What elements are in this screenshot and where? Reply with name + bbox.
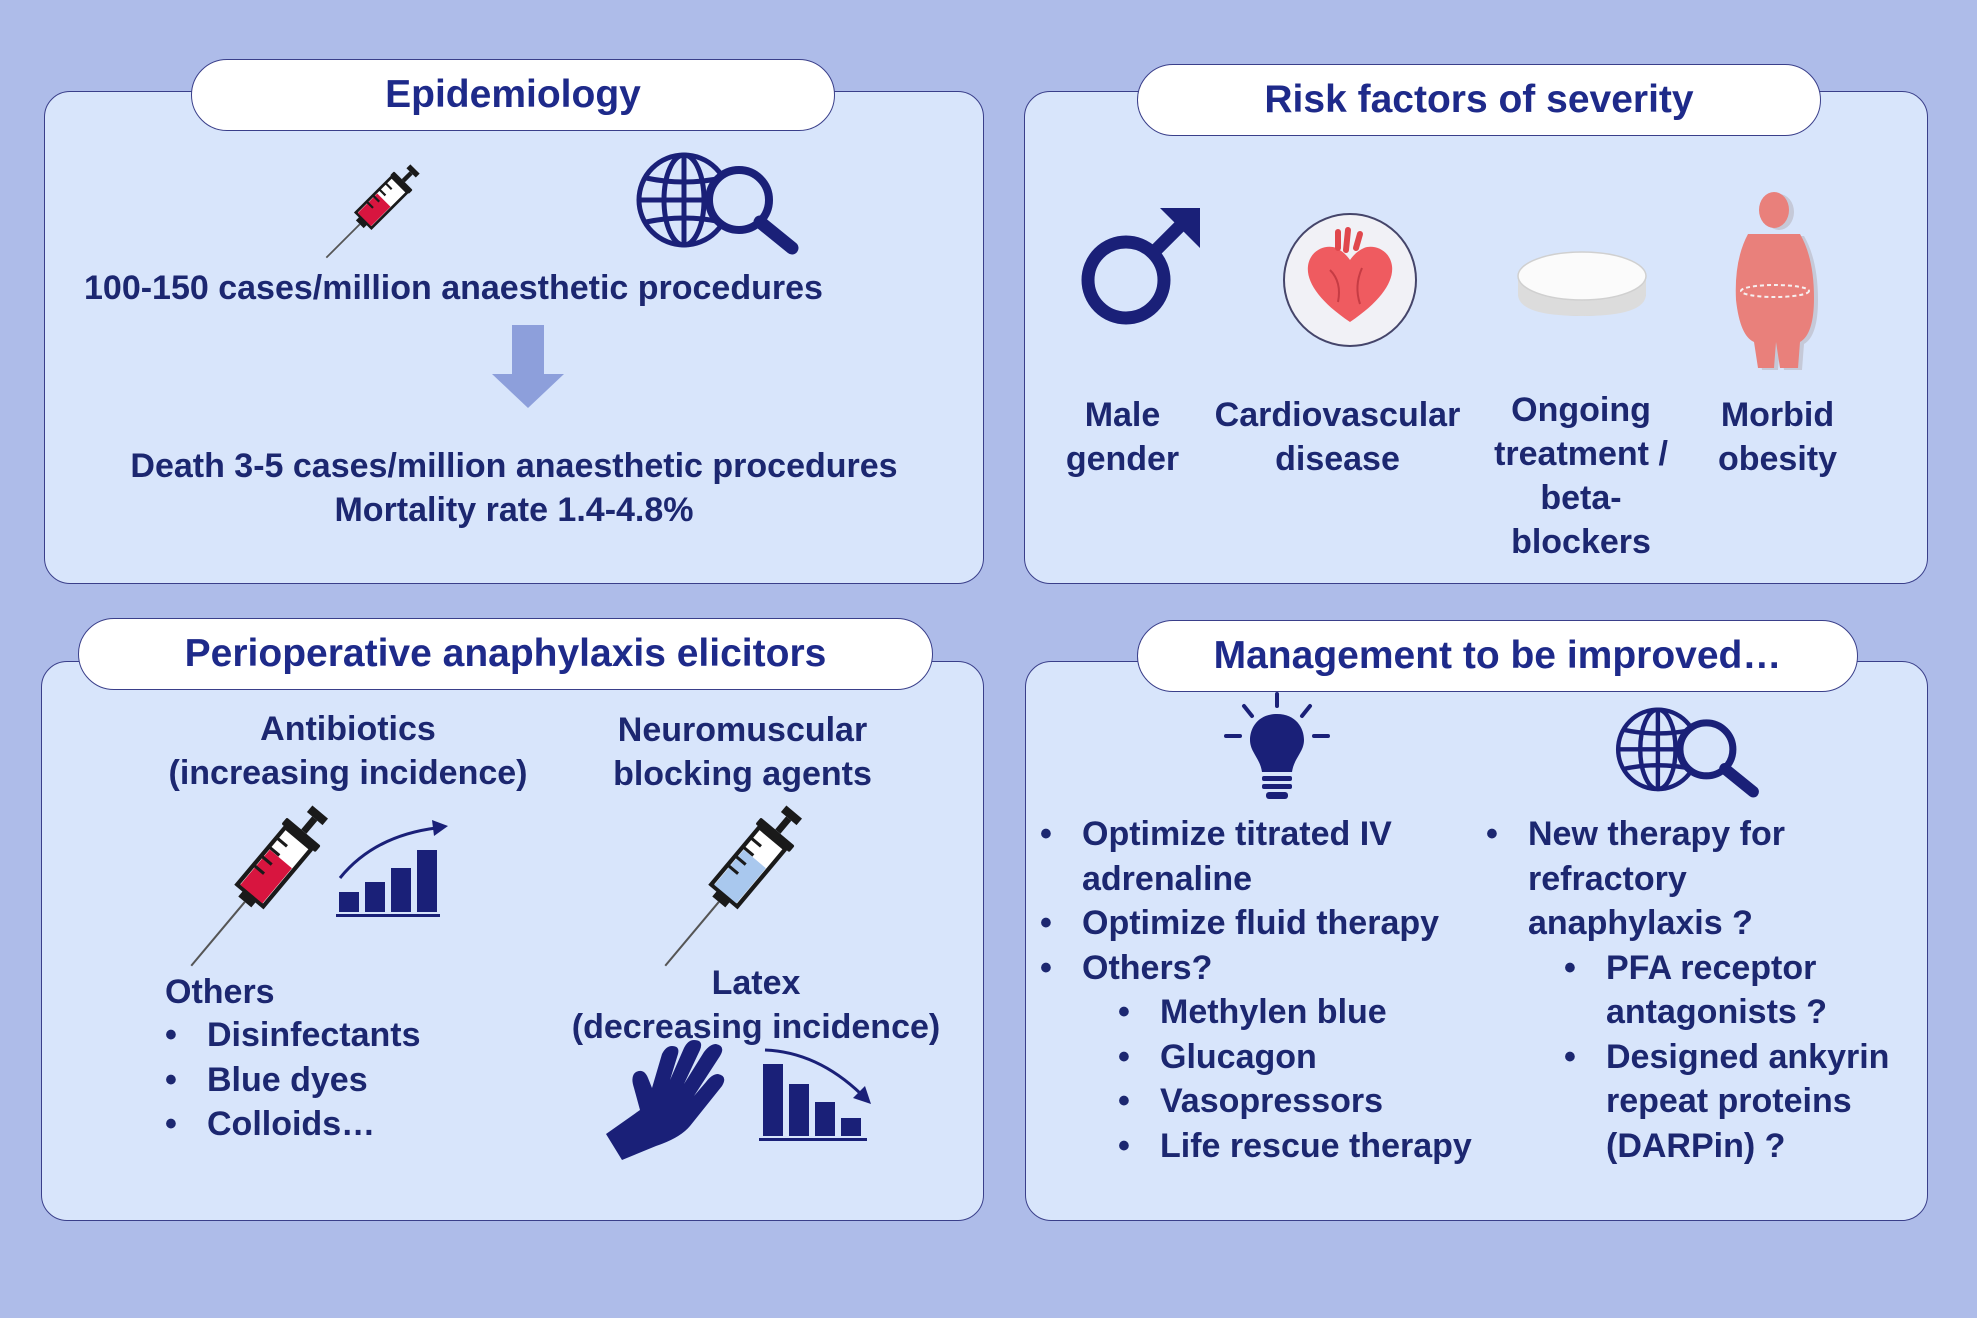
hand-icon [606, 1040, 725, 1160]
management-panel [1025, 661, 1928, 1221]
others-list: •Disinfectants •Blue dyes •Colloids… [165, 1013, 421, 1147]
lightbulb-icon [1224, 692, 1330, 799]
obese-person-icon [1735, 192, 1818, 370]
globe-search-icon [636, 152, 799, 255]
epidemiology-title: Epidemiology [191, 59, 835, 131]
antibiotic-syringe-icon [190, 805, 329, 967]
risk-factors-title: Risk factors of severity [1137, 64, 1821, 136]
heart-icon [1283, 213, 1417, 347]
decreasing-chart-icon [759, 1048, 871, 1141]
others-title: Others [165, 973, 275, 1011]
list-item: •Others? [1040, 948, 1213, 987]
list-item: •Colloids… [165, 1105, 376, 1143]
research-globe-icon [1615, 707, 1759, 798]
sub-list-item: •Glucagon [1118, 1037, 1317, 1076]
increasing-chart-icon [336, 820, 448, 917]
management-title: Management to be improved… [1137, 620, 1858, 692]
sub-list-item: •Designed ankyrin [1564, 1037, 1890, 1076]
sub-list-item: •Methylen blue [1118, 993, 1387, 1031]
list-item: •Optimize fluid therapy [1040, 904, 1440, 942]
sub-list-item: •Vasopressors [1118, 1082, 1384, 1120]
management-right-list: •New therapy for refractory anaphylaxis … [1486, 812, 1889, 1168]
syringe-icon [325, 164, 420, 259]
list-item: •Blue dyes [165, 1060, 368, 1099]
list-item: •New therapy for [1486, 815, 1785, 853]
list-item: •Optimize titrated IV [1040, 815, 1392, 853]
nmba-syringe-icon [664, 805, 803, 967]
list-item: •Disinfectants [165, 1016, 421, 1054]
tablet-pill-icon [1517, 251, 1647, 316]
male-symbol-icon [1081, 208, 1200, 325]
sub-list-item: •PFA receptor [1564, 948, 1817, 987]
latex-label: Latex(decreasing incidence) [571, 964, 941, 1046]
antibiotics-label: Antibiotics(increasing incidence) [168, 710, 528, 792]
elicitors-title: Perioperative anaphylaxis elicitors [78, 618, 933, 690]
mortality-text: Mortality rate 1.4-4.8% [334, 491, 694, 529]
death-text: Death 3-5 cases/million anaesthetic proc… [130, 447, 898, 485]
cases-text: 100-150 cases/million anaesthetic proced… [84, 269, 823, 307]
management-left-list: •Optimize titrated IV adrenaline •Optimi… [1040, 812, 1472, 1168]
down-arrow-icon [492, 325, 564, 408]
sub-list-item: •Life rescue therapy [1118, 1126, 1472, 1165]
